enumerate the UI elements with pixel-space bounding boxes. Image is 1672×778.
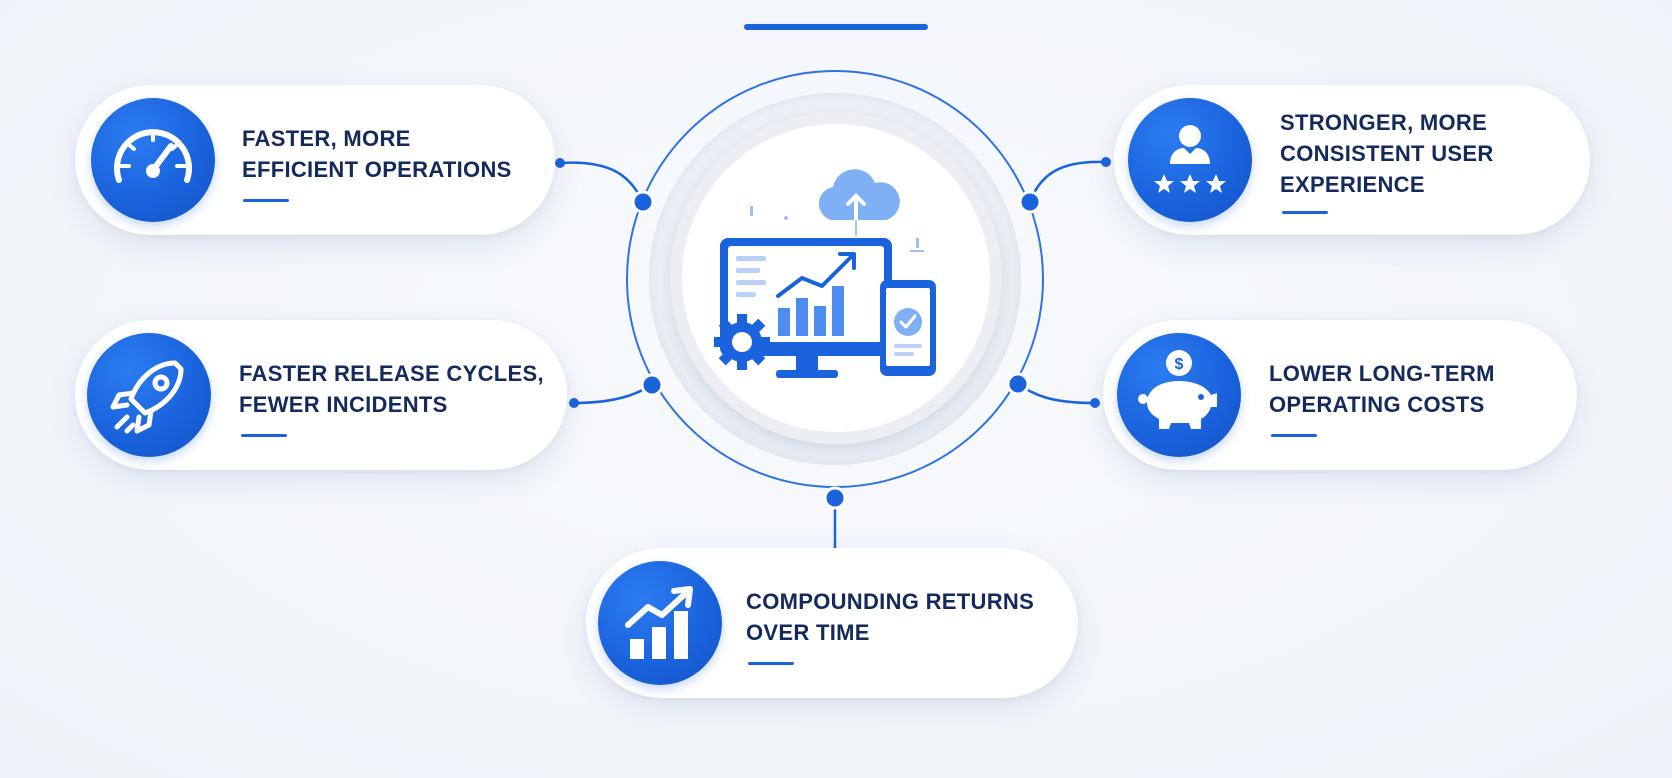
ring-dot-ux [1018, 190, 1042, 214]
growth-chart-icon [625, 586, 693, 659]
badge-costs: $ [1117, 333, 1241, 457]
benefit-card-returns: COMPOUNDING RETURNS OVER TIME [586, 548, 1078, 698]
badge-ops [91, 98, 215, 222]
benefit-release-line-2: FEWER INCIDENTS [239, 392, 448, 417]
underline-ux [1282, 211, 1328, 214]
benefit-card-ux: STRONGER, MORE CONSISTENT USER EXPERIENC… [1114, 85, 1590, 235]
benefit-card-ops: FASTER, MORE EFFICIENT OPERATIONS [75, 85, 555, 235]
node-dot [1090, 398, 1100, 408]
ring-dot-returns [823, 486, 847, 510]
benefit-returns-line-2: OVER TIME [746, 620, 870, 645]
rocket-icon [110, 360, 184, 434]
benefit-costs-line-1: LOWER LONG-TERM [1269, 361, 1495, 386]
benefit-card-release: FASTER RELEASE CYCLES, FEWER INCIDENTS [75, 320, 567, 470]
underline-returns [748, 662, 794, 665]
benefit-card-costs: $ LOWER LONG-TERM OPERATING COSTS [1103, 320, 1577, 470]
badge-ux [1128, 98, 1252, 222]
benefit-ux-line-3: EXPERIENCE [1280, 172, 1425, 197]
badge-returns [598, 561, 722, 685]
underline-costs [1271, 434, 1317, 437]
ring-dot-ops [631, 190, 655, 214]
speedometer-icon [114, 129, 192, 183]
node-dot [1101, 157, 1111, 167]
benefit-ops-line-1: FASTER, MORE [242, 126, 411, 151]
analytics-dashboard-cloud-devices-icon [714, 169, 936, 378]
user-rating-icon [1154, 125, 1226, 193]
ring-dot-release [640, 373, 664, 397]
benefit-ops-line-2: EFFICIENT OPERATIONS [242, 157, 512, 182]
benefit-ux-line-1: STRONGER, MORE [1280, 110, 1488, 135]
node-dot [555, 158, 565, 168]
underline-release [241, 434, 287, 437]
title-accent-bar [744, 24, 928, 30]
underline-ops [243, 199, 289, 202]
piggy-bank-icon: $ [1138, 350, 1217, 429]
benefit-release-line-1: FASTER RELEASE CYCLES, [239, 361, 544, 386]
node-dot [569, 398, 579, 408]
benefit-returns-line-1: COMPOUNDING RETURNS [746, 589, 1035, 614]
benefit-costs-line-2: OPERATING COSTS [1269, 392, 1485, 417]
svg-text:$: $ [1175, 356, 1184, 373]
ring-dot-costs [1006, 372, 1030, 396]
benefit-ux-line-2: CONSISTENT USER [1280, 141, 1494, 166]
badge-release [87, 333, 211, 457]
